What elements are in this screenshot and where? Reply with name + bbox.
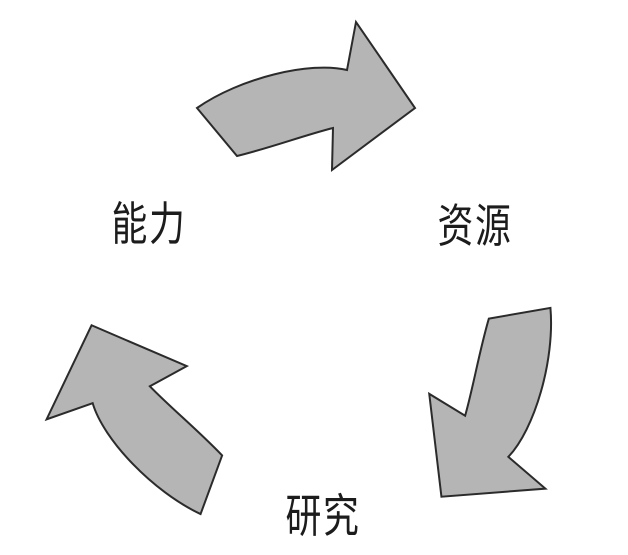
node-label-ziyuan: 资源 (437, 201, 513, 252)
node-label-yanjiu: 研究 (285, 491, 361, 542)
arrow-nengli-to-ziyuan-icon (196, 21, 416, 171)
node-label-nengli: 能力 (111, 199, 187, 250)
arrow-ziyuan-to-yanjiu-icon (386, 275, 626, 541)
arrow-yanjiu-to-nengli-icon (16, 293, 256, 555)
